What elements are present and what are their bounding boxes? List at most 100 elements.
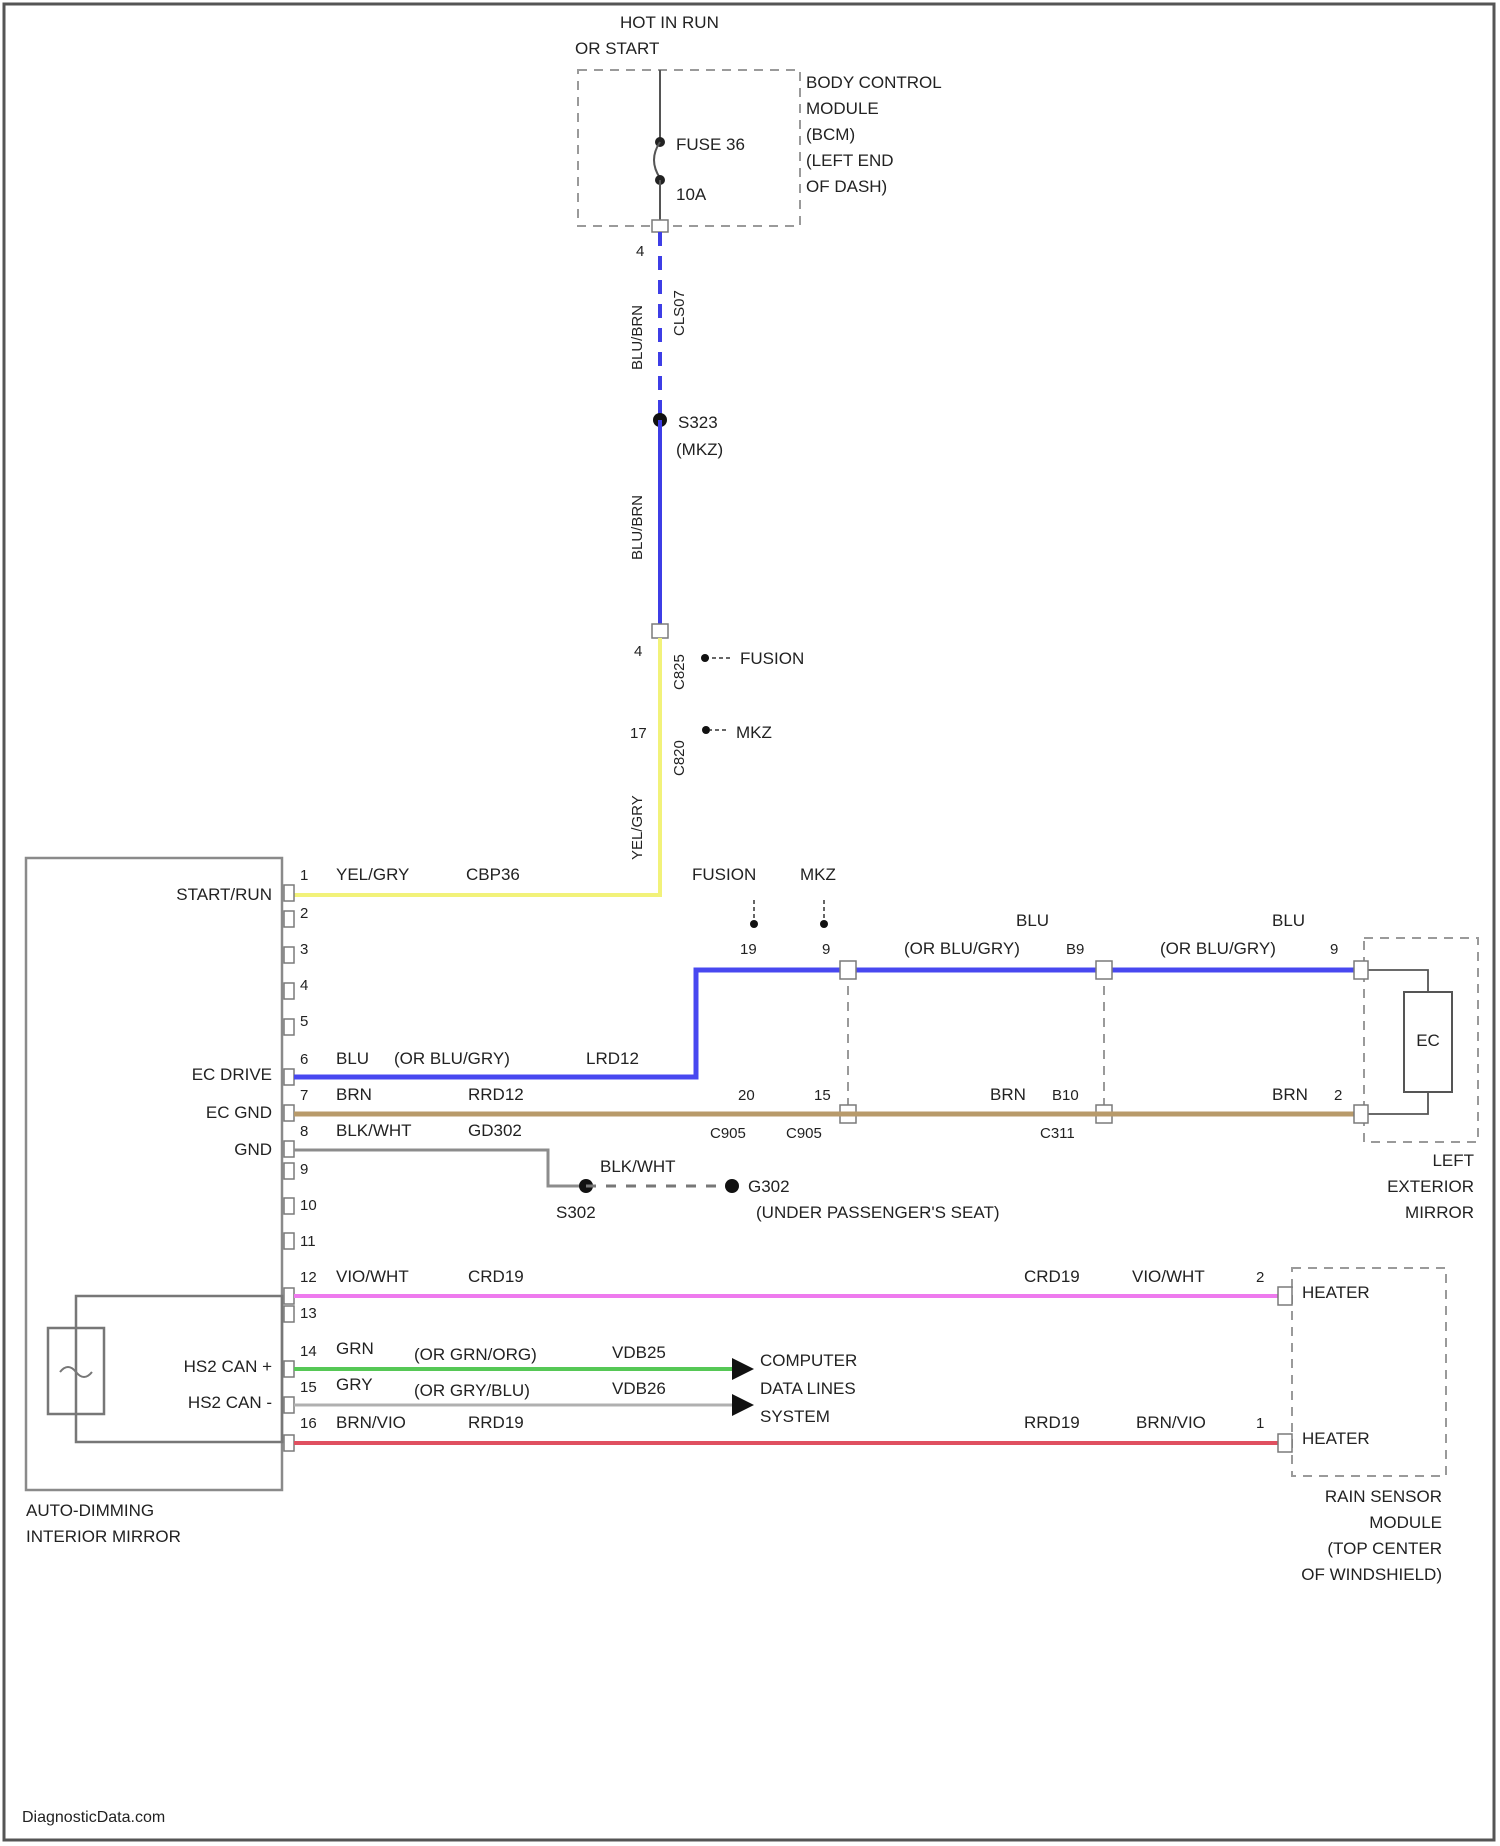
fuse-icon <box>654 142 660 178</box>
ec-drive-pin-mkz: 9 <box>822 941 830 958</box>
pin-number-6: 6 <box>300 1051 308 1068</box>
ec-gnd-conn-b: C905 <box>786 1125 822 1142</box>
diagram-frame <box>4 4 1494 1840</box>
gnd-wire: BLK/WHT <box>336 1121 412 1140</box>
can-plus-wire: GRN <box>336 1339 374 1358</box>
gnd-splice: S302 <box>556 1203 596 1222</box>
bcm-label-line4: (LEFT END <box>806 151 894 170</box>
pin-number-3: 3 <box>300 941 308 958</box>
pin-number-7: 7 <box>300 1087 308 1104</box>
heater-wire2: VIO/WHT <box>1132 1267 1205 1286</box>
fuse-name: FUSE 36 <box>676 135 745 154</box>
pin-number-16: 16 <box>300 1415 317 1432</box>
ec-drive-top-pin1: B9 <box>1066 941 1084 958</box>
pin-label-hs2-can-minus: HS2 CAN - <box>188 1393 272 1412</box>
heater-circuit2: CRD19 <box>1024 1267 1080 1286</box>
pin-number-4: 4 <box>300 977 308 994</box>
riser-conn-b: C820 <box>671 740 688 776</box>
mirror-ec-lead-bottom <box>1368 1092 1428 1114</box>
ec-drive-fusion: FUSION <box>692 865 756 884</box>
connector-c311-drive <box>1096 961 1112 979</box>
pin-block-4 <box>284 983 294 999</box>
pin-block-16 <box>284 1435 294 1451</box>
left-mirror-label1: LEFT <box>1432 1151 1474 1170</box>
wire-gnd-blk-wht <box>294 1150 586 1186</box>
ec-gnd-pin-b: 15 <box>814 1087 831 1104</box>
ground-g302 <box>725 1179 739 1193</box>
can-dest-line3: SYSTEM <box>760 1407 830 1426</box>
heater-circuit: CRD19 <box>468 1267 524 1286</box>
pin-number-9: 9 <box>300 1161 308 1178</box>
splice-s323-name: S323 <box>678 413 718 432</box>
riser-mkz-label: MKZ <box>736 723 772 742</box>
ec-drive-mkz: MKZ <box>800 865 836 884</box>
pin-block-5 <box>284 1019 294 1035</box>
mirror-label-line2: INTERIOR MIRROR <box>26 1527 181 1546</box>
pin-block-6 <box>284 1069 294 1085</box>
pin-number-1: 1 <box>300 867 308 884</box>
riser-upper-pin: 4 <box>636 243 644 260</box>
pin-number-10: 10 <box>300 1197 317 1214</box>
ec-drive-top-alt2: (OR BLU/GRY) <box>1160 939 1276 958</box>
fusion-pointer-dot <box>701 654 709 662</box>
ec-gnd-wire: BRN <box>336 1085 372 1104</box>
heater-gnd-wire: BRN/VIO <box>336 1413 406 1432</box>
heater-gnd-circuit: RRD19 <box>468 1413 524 1432</box>
heater-gnd-wire2: BRN/VIO <box>1136 1413 1206 1432</box>
ec-drive-circuit: LRD12 <box>586 1049 639 1068</box>
can-minus-wire: GRY <box>336 1375 373 1394</box>
riser-mid-pin2: 17 <box>630 725 647 742</box>
pin-label-hs2-can-plus: HS2 CAN + <box>184 1357 272 1376</box>
rain-conn-pin2 <box>1278 1287 1292 1305</box>
riser-upper-circuit: CLS07 <box>671 290 688 336</box>
heater-pin: 2 <box>1256 1269 1264 1286</box>
hot-label-line2: OR START <box>575 39 659 58</box>
pin-number-14: 14 <box>300 1343 317 1360</box>
pin-label-gnd: GND <box>234 1140 272 1159</box>
bcm-connector <box>652 220 668 232</box>
row1-wire-color: YEL/GRY <box>336 865 409 884</box>
bcm-label-line2: MODULE <box>806 99 879 118</box>
ec-drive-top-wire2: BLU <box>1272 911 1305 930</box>
riser-connector <box>652 624 668 638</box>
mirror-ec-lead-top <box>1368 970 1428 992</box>
ec-gnd-circuit: RRD12 <box>468 1085 524 1104</box>
ec-drive-top-alt1: (OR BLU/GRY) <box>904 939 1020 958</box>
heater-gnd-circuit2: RRD19 <box>1024 1413 1080 1432</box>
left-mirror-label2: EXTERIOR <box>1387 1177 1474 1196</box>
pin-number-8: 8 <box>300 1123 308 1140</box>
riser-yel-wire: YEL/GRY <box>629 795 646 860</box>
pin-number-12: 12 <box>300 1269 317 1286</box>
mkz-drop-dot <box>820 920 828 928</box>
can-minus-arrow-icon <box>732 1394 754 1416</box>
mirror-conn-pin9 <box>1354 961 1368 979</box>
riser-upper-wire: BLU/BRN <box>629 305 646 370</box>
can-minus-circuit: VDB26 <box>612 1379 666 1398</box>
pin-block-9 <box>284 1163 294 1179</box>
riser-lower-wire: BLU/BRN <box>629 495 646 560</box>
pin-block-13 <box>284 1306 294 1322</box>
pin-label-ec-drive: EC DRIVE <box>192 1065 272 1084</box>
pin-block-3 <box>284 947 294 963</box>
pin-number-13: 13 <box>300 1305 317 1322</box>
pin-block-8 <box>284 1141 294 1157</box>
gnd-ground: G302 <box>748 1177 790 1196</box>
hot-label-line1: HOT IN RUN <box>620 13 719 32</box>
left-mirror-label3: MIRROR <box>1405 1203 1474 1222</box>
heater-wire: VIO/WHT <box>336 1267 409 1286</box>
mirror-conn-pin2 <box>1354 1105 1368 1123</box>
rain-sensor-line4: OF WINDSHIELD) <box>1301 1565 1442 1584</box>
can-minus-alt: (OR GRY/BLU) <box>414 1381 530 1400</box>
pin-block-1 <box>284 885 294 901</box>
ec-drive-pin-fusion: 19 <box>740 941 757 958</box>
can-plus-circuit: VDB25 <box>612 1343 666 1362</box>
rain-heater-bottom: HEATER <box>1302 1429 1370 1448</box>
mkz-pointer-dot <box>702 726 710 734</box>
gnd-ground-note: (UNDER PASSENGER'S SEAT) <box>756 1203 1000 1222</box>
rain-sensor-line1: RAIN SENSOR <box>1325 1487 1442 1506</box>
ec-gnd-conn-c: C311 <box>1040 1125 1075 1142</box>
can-dest-line2: DATA LINES <box>760 1379 856 1398</box>
pin-label-start-run: START/RUN <box>176 885 272 904</box>
bcm-label-line5: OF DASH) <box>806 177 887 196</box>
